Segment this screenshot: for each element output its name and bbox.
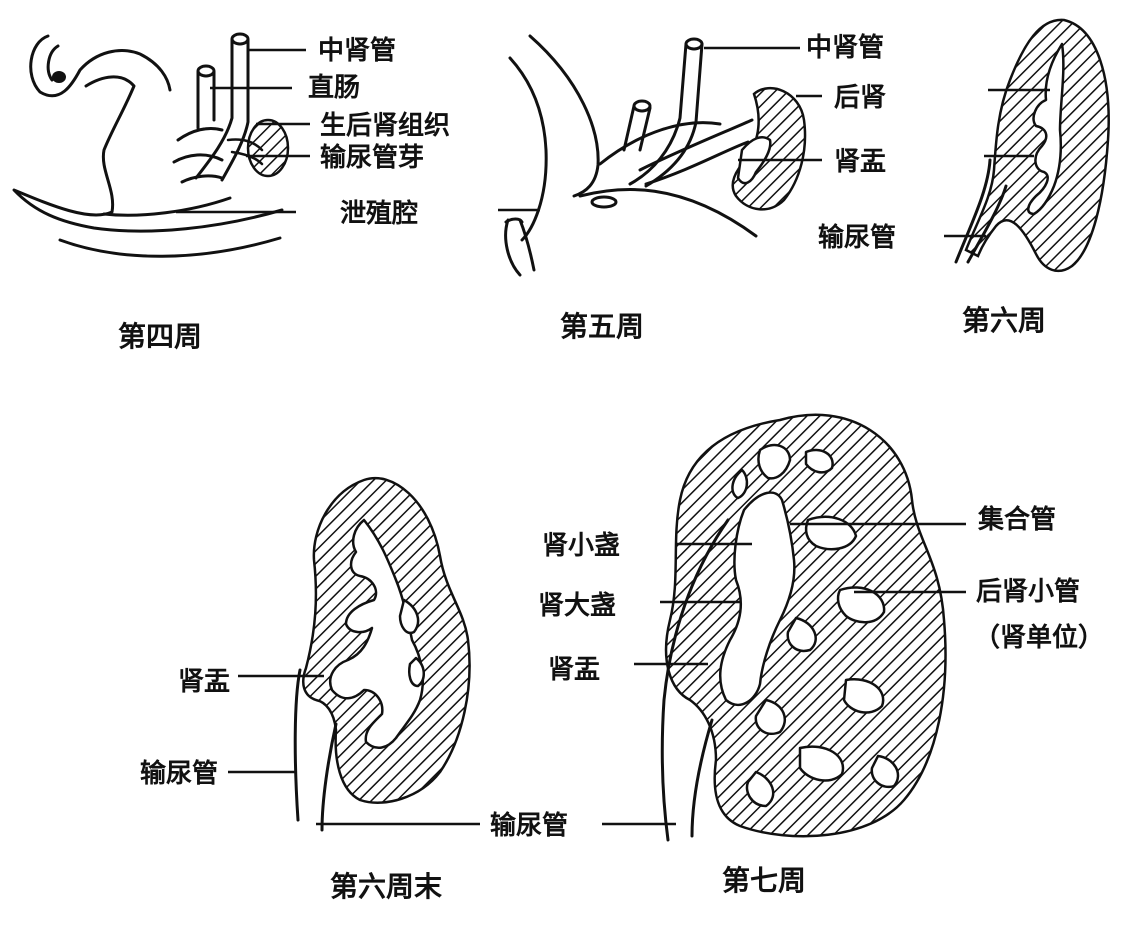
label-metanephric-tubule: 后肾小管 [976,577,1080,607]
week7-drawing [662,415,945,840]
caption-week4: 第四周 [118,320,202,353]
label-minor-calyx: 肾小盏 [542,530,620,561]
label-ureter-w7: 输尿管 [490,810,568,841]
caption-week7: 第七周 [722,864,806,897]
label-major-calyx: 肾大盏 [538,590,616,621]
caption-week6-end: 第六周末 [330,870,442,903]
label-metanephros: 后肾 [834,83,886,113]
label-renal-pelvis-w5: 肾盂 [834,147,886,177]
label-renal-pelvis-w6end: 肾盂 [178,667,230,697]
panel-week4: 中肾管 直肠 生后肾组织 输尿管芽 泄殖腔 第四周 [14,34,450,353]
week6-end-drawing [295,478,469,830]
panel-week6-end: 肾盂 输尿管 第六周末 [140,478,480,903]
label-collecting-duct: 集合管 [977,504,1056,535]
label-metanephric-blastema: 生后肾组织 [320,110,450,141]
label-ureter-w6end: 输尿管 [140,758,218,789]
label-cloaca: 泄殖腔 [340,198,418,229]
panel-week6: 输尿管 第六周 [818,20,1109,337]
caption-week5: 第五周 [560,310,644,343]
label-mesonephric-duct-w4: 中肾管 [318,36,396,66]
panel-week7: 输尿管 肾小盏 集合管 肾大盏 后肾小管 （肾单位） 肾盂 第七周 [490,415,1104,897]
label-mesonephric-duct-w5: 中肾管 [806,33,884,63]
week4-drawing [14,34,288,256]
label-rectum: 直肠 [308,73,360,103]
caption-week6: 第六周 [962,304,1046,337]
week5-drawing [506,36,805,275]
label-nephron: （肾单位） [974,622,1104,653]
label-renal-pelvis-w7: 肾盂 [548,655,600,685]
week6-drawing [956,20,1109,271]
label-ureter-w6: 输尿管 [818,222,896,253]
label-ureteric-bud: 输尿管芽 [320,142,424,173]
panel-week5: 中肾管 后肾 肾盂 第五周 [498,33,886,343]
